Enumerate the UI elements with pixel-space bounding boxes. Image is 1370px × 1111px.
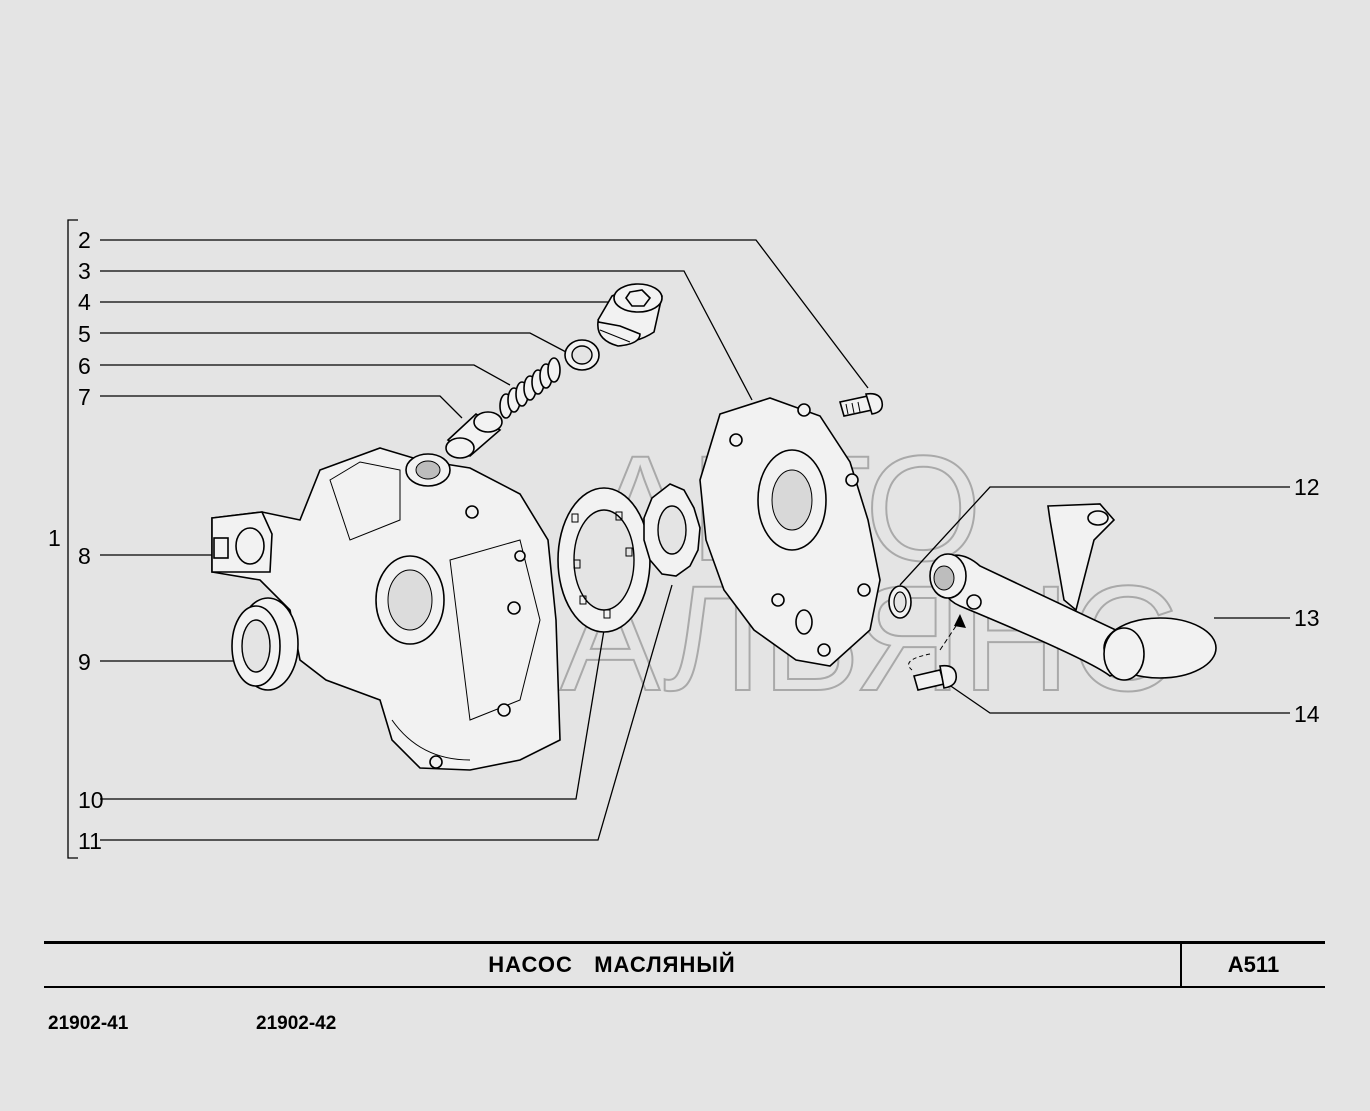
part-6-spring: [499, 357, 561, 419]
callout-2: 2: [78, 227, 91, 253]
exploded-parts-diagram: АВТО АЛЬЯНС 1 2 3 4 5 6 7 8 9 10 11 12 1…: [48, 219, 1320, 859]
callout-14: 14: [1294, 701, 1320, 727]
pump-housing: [211, 447, 561, 771]
left-callouts: 2 3 4 5 6 7 8 9 10 11: [78, 227, 104, 854]
part-2-bolt: [838, 392, 884, 417]
callout-8: 8: [78, 543, 91, 569]
callout-9: 9: [78, 649, 91, 675]
part-10-outer-rotor: [557, 487, 651, 633]
callout-6: 6: [78, 353, 91, 379]
part-3-pump-cover: [699, 397, 881, 667]
part-14-bolt: [908, 614, 966, 691]
part-11-inner-rotor: [643, 483, 701, 577]
part-7-piston: [445, 411, 503, 459]
callout-3: 3: [78, 258, 91, 284]
title-divider: [1180, 944, 1182, 986]
right-callouts: 12 13 14: [1294, 474, 1320, 727]
diagram-title: НАСОС МАСЛЯНЫЙ: [488, 952, 736, 977]
callout-12: 12: [1294, 474, 1320, 500]
model-code-2: 21902-42: [256, 1013, 337, 1034]
title-block: НАСОС МАСЛЯНЫЙ A511: [44, 941, 1325, 988]
callout-10: 10: [78, 787, 104, 813]
part-13-oil-pickup: [929, 503, 1217, 681]
catalog-code: A511: [1227, 952, 1280, 977]
callout-11: 11: [78, 828, 102, 854]
part-4-plug: [597, 283, 663, 347]
assembly-bracket: [67, 219, 78, 859]
leader-lines: [100, 239, 1290, 841]
callout-7: 7: [78, 384, 91, 410]
part-9-oil-seal: [231, 597, 299, 691]
callout-5: 5: [78, 321, 91, 347]
callout-1: 1: [48, 525, 61, 551]
callout-4: 4: [78, 289, 91, 315]
callout-13: 13: [1294, 605, 1320, 631]
model-code-1: 21902-41: [48, 1013, 129, 1034]
